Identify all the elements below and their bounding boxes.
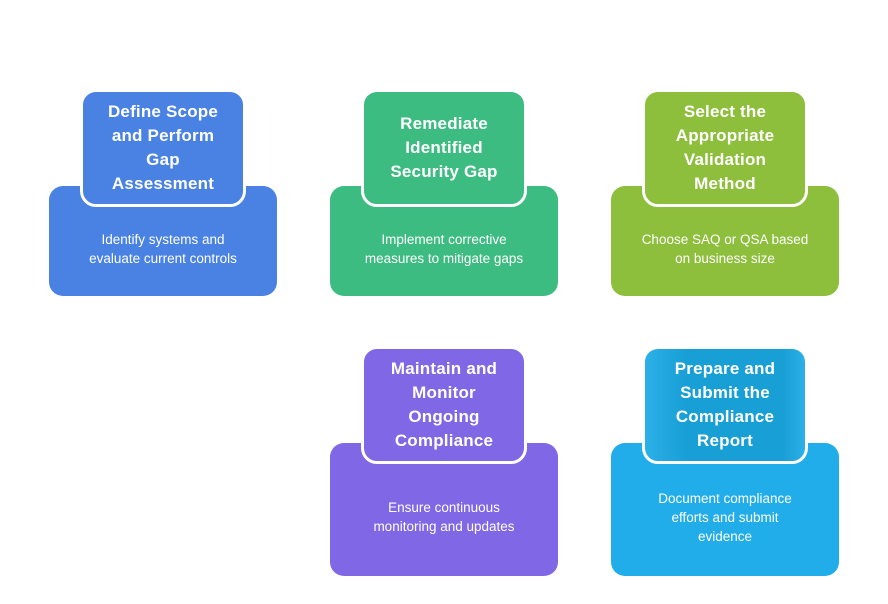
step-card-define-scope: Define Scope and Perform Gap Assessment … [49,89,277,296]
step-header: Select the Appropriate Validation Method [642,89,808,207]
step-title: Define Scope and Perform Gap Assessment [107,102,219,193]
step-description: Implement corrective measures to mitigat… [364,231,524,266]
step-title: Select the Appropriate Validation Method [675,102,775,193]
step-description: Ensure continuous monitoring and updates [373,500,515,534]
step-card-remediate-gaps: Remediate Identified Security Gap Implem… [330,89,558,296]
step-title: Prepare and Submit the Compliance Report [674,359,776,450]
step-card-maintain-compliance: Maintain and Monitor Ongoing Compliance … [330,346,558,576]
step-body: Ensure continuous monitoring and updates [330,443,558,576]
step-header: Prepare and Submit the Compliance Report [642,346,808,464]
step-header: Define Scope and Perform Gap Assessment [80,89,246,207]
step-description: Choose SAQ or QSA based on business size [641,231,809,266]
step-description: Document compliance efforts and submit e… [658,490,792,544]
step-card-submit-report: Prepare and Submit the Compliance Report… [611,346,839,576]
step-title: Remediate Identified Security Gap [390,114,498,181]
step-title: Maintain and Monitor Ongoing Compliance [390,359,498,450]
step-body: Document compliance efforts and submit e… [611,443,839,576]
step-description: Identify systems and evaluate current co… [89,231,237,266]
step-card-select-validation: Select the Appropriate Validation Method… [611,89,839,296]
step-header: Remediate Identified Security Gap [361,89,527,207]
step-header: Maintain and Monitor Ongoing Compliance [361,346,527,464]
